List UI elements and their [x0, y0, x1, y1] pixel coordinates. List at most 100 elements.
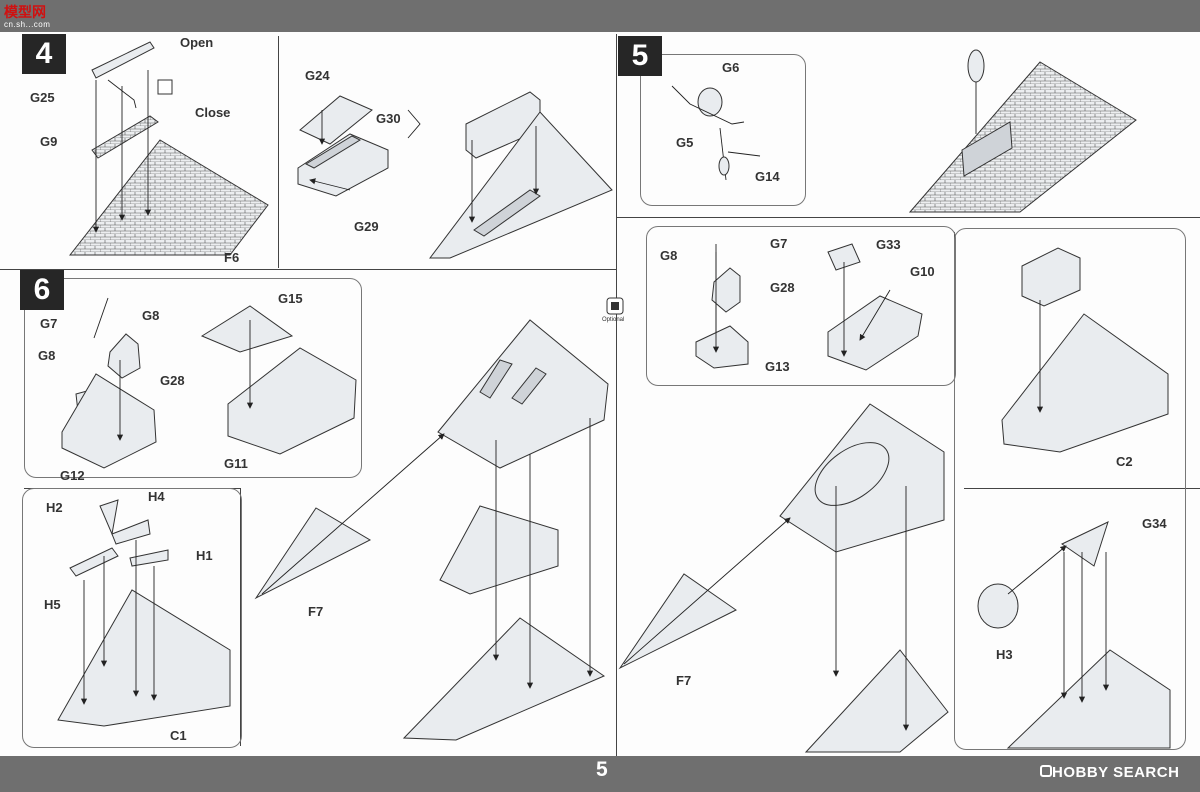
part-fuselage-cockpit: [1006, 649, 1171, 749]
label-g30: G30: [376, 111, 401, 126]
part-g24: [299, 95, 373, 145]
part-g33: [827, 243, 861, 271]
step5-detail-panel: [640, 54, 806, 206]
part-instrument-panel: [1021, 247, 1081, 307]
part-h4: [111, 519, 151, 545]
label-g6: G6: [722, 60, 740, 75]
divider-center: [616, 34, 617, 756]
part-g12: [61, 373, 157, 469]
part-window-1: [479, 359, 513, 399]
step4-seat-box: [297, 95, 389, 197]
part-f7-nose: [618, 573, 737, 670]
part-g25: [91, 41, 155, 79]
page-number: 5: [596, 758, 608, 781]
part-g29: [297, 133, 389, 197]
part-g13: [695, 325, 749, 369]
label-g7-step5: G7: [770, 236, 788, 251]
label-h4: H4: [148, 489, 165, 504]
bottom-band: [0, 756, 1200, 792]
label-g10: G10: [910, 264, 935, 279]
step5-right-panel: [954, 228, 1186, 750]
step5-right-detail: [977, 247, 1171, 749]
part-h3: [977, 583, 1019, 629]
label-g25: G25: [30, 90, 55, 105]
label-f6: F6: [224, 250, 240, 265]
label-g7-step6: G7: [40, 316, 58, 331]
label-g34: G34: [1142, 516, 1167, 531]
label-g12: G12: [60, 468, 85, 483]
label-f7-step5: F7: [676, 673, 692, 688]
label-g5: G5: [676, 135, 694, 150]
part-g34: [1061, 521, 1109, 567]
label-g13: G13: [765, 359, 790, 374]
part-installed-seat: [961, 121, 1013, 177]
label-g8-step6-a: G8: [142, 308, 160, 323]
hobby-search-logo-icon: [1040, 765, 1052, 777]
step4-hatch-assembly: [68, 41, 269, 256]
part-lower-fuselage: [402, 617, 606, 741]
part-nose-lower: [804, 649, 949, 753]
step-5-badge: 5: [618, 36, 662, 76]
label-g28-step5: G28: [770, 280, 795, 295]
divider-step4-a: [278, 36, 279, 268]
part-h1: [129, 549, 169, 567]
part-g10-tub: [827, 295, 923, 371]
step6-seats: [61, 297, 357, 469]
part-g11-tub: [227, 347, 357, 455]
label-g11: G11: [224, 456, 248, 471]
label-f7-step6: F7: [308, 604, 324, 619]
part-c1: [57, 589, 231, 727]
label-g8-step6-b: G8: [38, 348, 56, 363]
step6-canopy-panel: [22, 488, 242, 748]
part-c2: [1001, 313, 1169, 453]
step5-detail: [671, 85, 761, 181]
step4-fuselage-section: [407, 91, 613, 259]
part-g28-seat: [711, 267, 741, 313]
part-h5: [69, 547, 119, 577]
hobby-search-watermark: HOBBY SEARCH: [1052, 764, 1180, 781]
step5-seat-panel: [646, 226, 956, 386]
part-g14: [718, 156, 730, 176]
part-g30: [304, 135, 362, 169]
part-cockpit-seats: [439, 505, 559, 595]
part-antenna: [967, 49, 985, 83]
option-icon-step4: [157, 79, 173, 95]
label-h2: H2: [46, 500, 63, 515]
label-h5: H5: [44, 597, 61, 612]
label-g29: G29: [354, 219, 379, 234]
step5-wing-view: [908, 49, 1137, 213]
step5-seats: [695, 243, 923, 371]
label-open: Open: [180, 35, 214, 50]
label-c1: C1: [170, 728, 187, 743]
label-h3: H3: [996, 647, 1013, 662]
part-floor: [473, 189, 541, 237]
label-h1: H1: [196, 548, 213, 563]
part-f7: [254, 507, 372, 600]
label-g15: G15: [278, 291, 303, 306]
part-g15: [200, 305, 294, 353]
label-g9: G9: [40, 134, 58, 149]
part-wing-surface: [908, 61, 1137, 213]
label-g14: G14: [755, 169, 780, 184]
site-watermark-url: cn.sh...com: [4, 20, 51, 29]
divider-step5-lower: [616, 217, 1200, 218]
label-c2: C2: [1116, 454, 1133, 469]
part-g6: [697, 87, 723, 117]
part-fuselage-rear: [428, 111, 613, 259]
label-g24: G24: [305, 68, 330, 83]
label-g33: G33: [876, 237, 901, 252]
step-4-badge: 4: [22, 34, 66, 74]
divider-step4-step6: [0, 269, 616, 270]
step6-fuselage: [254, 319, 609, 741]
label-g8-step5: G8: [660, 248, 678, 263]
part-h2: [99, 499, 119, 536]
part-windshield: [814, 442, 890, 506]
part-f6: [68, 139, 269, 256]
step5-canopy-assembly: [618, 403, 949, 753]
step-6-badge: 6: [20, 270, 64, 310]
label-close: Close: [195, 105, 231, 120]
step6-canopy-parts: [57, 499, 231, 727]
step6-seat-panel: [24, 278, 362, 478]
